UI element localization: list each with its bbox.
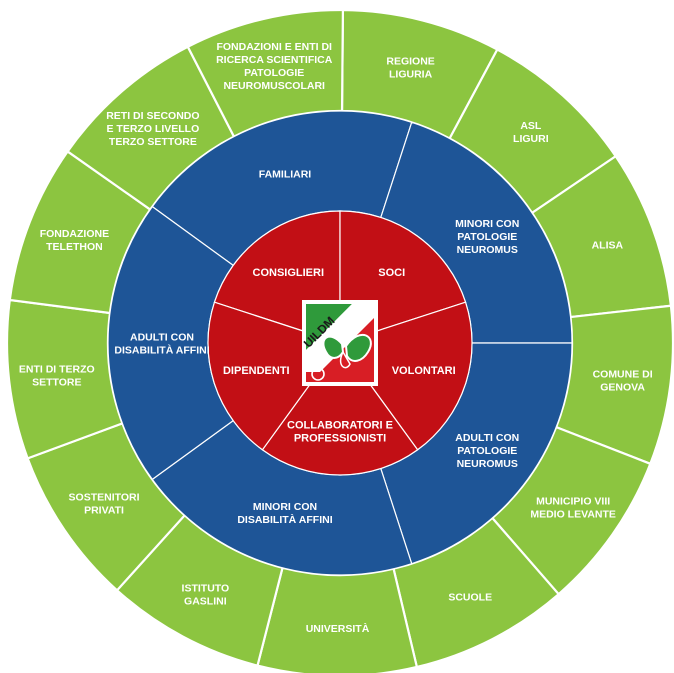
inner-segment-collaboratori-e-professionisti	[261, 341, 419, 476]
outer-segment-universita	[256, 566, 419, 673]
inner-segment-consiglieri-label: CONSIGLIERI	[253, 267, 325, 279]
logo-red-stripe	[306, 318, 374, 382]
inner-segment-volontari-label: VOLONTARI	[392, 365, 456, 377]
inner-segment-soci-label: SOCI	[378, 267, 405, 279]
butterfly-logo-icon	[322, 333, 372, 369]
inner-segment-dipendenti-label: DIPENDENTI	[223, 365, 290, 377]
outer-segment-scuole-label: SCUOLE	[448, 592, 492, 604]
wheelchair-icon	[311, 367, 325, 381]
uildm-logo: UILDM	[301, 300, 378, 386]
middle-segment-familiari-label: FAMILIARI	[259, 169, 312, 181]
middle-ring	[107, 110, 573, 576]
outer-segment-universita-label: UNIVERSITÀ	[306, 622, 370, 635]
outer-segment-alisa-label: ALISA	[592, 239, 624, 251]
logo-white-stripe	[306, 304, 374, 372]
